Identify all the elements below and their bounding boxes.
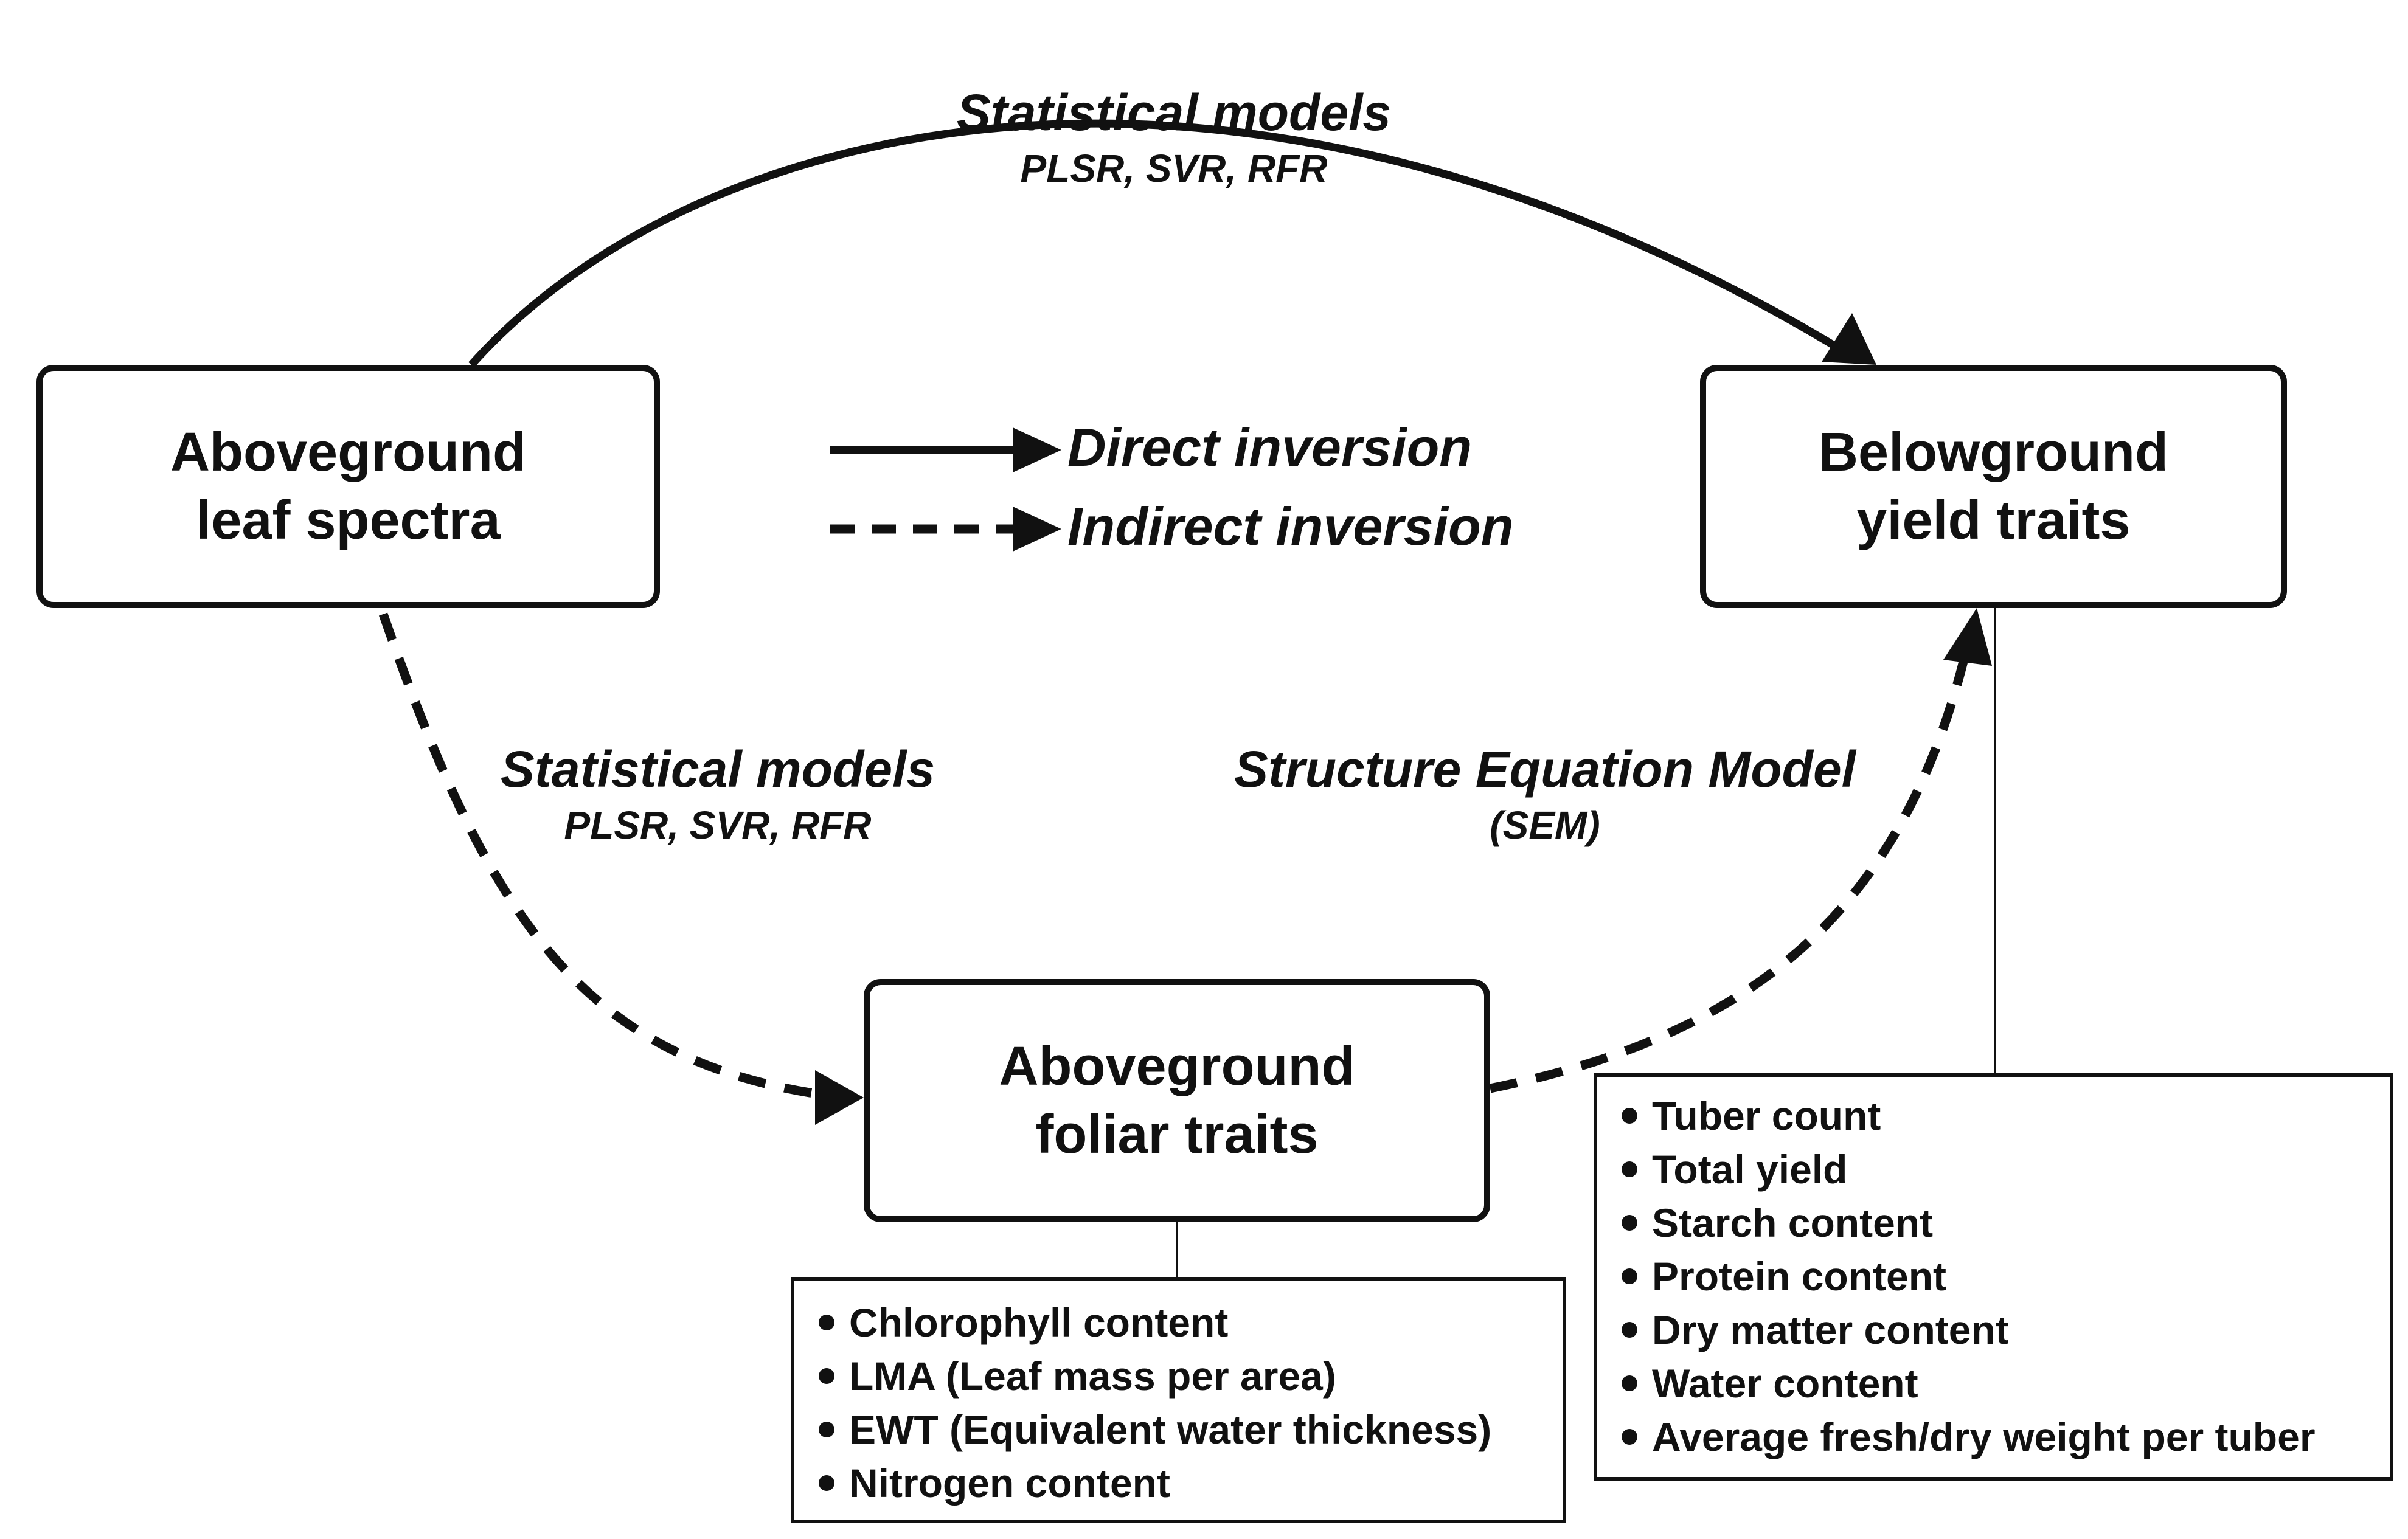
- node-yield-traits-line-2: yield traits: [1856, 490, 2131, 551]
- node-leaf-spectra-line-2: leaf spectra: [196, 490, 501, 551]
- foliar-traits-list: Chlorophyll content LMA (Leaf mass per a…: [791, 1277, 1566, 1523]
- list-item: Protein content: [1609, 1250, 2390, 1303]
- list-item: Tuber count: [1609, 1089, 2390, 1143]
- node-yield-traits: Belowground yield traits: [1700, 365, 2287, 608]
- indirect-arrow-left-head: [815, 1070, 864, 1125]
- edge-label-left-methods: PLSR, SVR, RFR: [564, 803, 872, 847]
- list-item: Starch content: [1609, 1196, 2390, 1250]
- list-item: Total yield: [1609, 1143, 2390, 1196]
- edge-label-right-methods: (SEM): [1490, 803, 1600, 847]
- node-leaf-spectra-line-1: Aboveground: [170, 421, 526, 483]
- edge-label-top-methods: PLSR, SVR, RFR: [1020, 146, 1328, 190]
- indirect-arrow-left: [378, 612, 822, 1099]
- edge-label-right: Structure Equation Model (SEM): [1168, 739, 1922, 851]
- edge-label-right-title: Structure Equation Model: [1233, 741, 1856, 798]
- legend-direct-head: [1013, 427, 1061, 472]
- node-foliar-traits: Aboveground foliar traits: [864, 979, 1490, 1222]
- node-yield-traits-line-1: Belowground: [1819, 421, 2168, 483]
- list-item: Dry matter content: [1609, 1303, 2390, 1357]
- direct-arrow-arc-head: [1822, 313, 1876, 365]
- yield-traits-list: Tuber count Total yield Starch content P…: [1594, 1073, 2393, 1481]
- list-item: Water content: [1609, 1357, 2390, 1410]
- node-leaf-spectra: Aboveground leaf spectra: [36, 365, 660, 608]
- node-foliar-traits-line-1: Aboveground: [999, 1036, 1355, 1097]
- list-item: LMA (Leaf mass per area): [807, 1349, 1563, 1403]
- edge-label-left-title: Statistical models: [500, 741, 935, 798]
- list-item: EWT (Equivalent water thickness): [807, 1403, 1563, 1456]
- list-item: Chlorophyll content: [807, 1296, 1563, 1349]
- indirect-arrow-right-head: [1943, 608, 1992, 666]
- list-item: Average fresh/dry weight per tuber: [1609, 1410, 2390, 1464]
- edge-label-top: Statistical models PLSR, SVR, RFR: [870, 82, 1478, 194]
- indirect-arrow-right: [1489, 655, 1969, 1093]
- direct-arrow-arc: [468, 119, 1848, 368]
- legend-direct-label: Direct inversion: [1067, 417, 1473, 477]
- legend-indirect-head: [1013, 507, 1061, 552]
- list-item: Nitrogen content: [807, 1456, 1563, 1510]
- edge-label-left: Statistical models PLSR, SVR, RFR: [414, 739, 1022, 851]
- edge-label-top-title: Statistical models: [956, 84, 1392, 141]
- legend-indirect-label: Indirect inversion: [1067, 496, 1514, 556]
- node-foliar-traits-line-2: foliar traits: [1035, 1104, 1319, 1165]
